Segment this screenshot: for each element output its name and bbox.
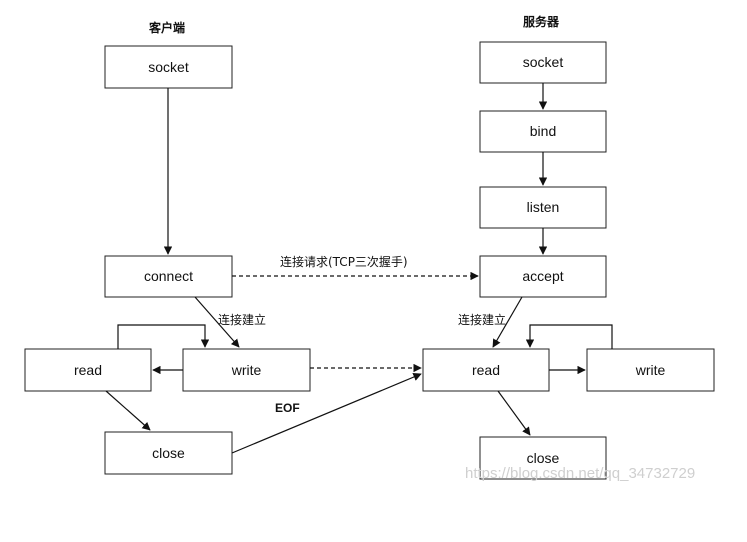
client-connect-box: connect — [104, 255, 233, 298]
arrow-server-read-to-close — [497, 390, 531, 436]
server-accept-box: accept — [479, 255, 607, 298]
server-read-label: read — [472, 362, 500, 378]
client-close-label: close — [152, 445, 185, 461]
arrow-eof-close-to-read — [231, 373, 422, 454]
eof-label: EOF — [275, 401, 300, 415]
arrow-connect-to-write — [194, 296, 240, 348]
client-write-box: write — [182, 348, 311, 392]
watermark: https://blog.csdn.net/qq_34732729 — [465, 465, 695, 482]
arrow-server-write-loop-to-read — [525, 324, 613, 349]
server-listen-box: listen — [479, 186, 607, 229]
arrow-accept-to-read — [492, 296, 523, 348]
client-write-label: write — [231, 362, 262, 378]
server-close-box: close — [479, 436, 607, 480]
client-read-label: read — [74, 362, 102, 378]
connect-request-label: 连接请求(TCP三次握手) — [280, 254, 408, 269]
arrow-read-to-close — [105, 390, 151, 431]
client-established-label: 连接建立 — [218, 312, 266, 327]
server-socket-box: socket — [479, 41, 607, 84]
server-write-box: write — [586, 348, 715, 392]
client-close-box: close — [104, 431, 233, 475]
client-read-box: read — [24, 348, 152, 392]
arrow-read-loop-to-write — [117, 324, 210, 349]
server-close-label: close — [527, 450, 560, 466]
server-write-label: write — [635, 362, 666, 378]
server-established-label: 连接建立 — [458, 312, 506, 327]
server-title: 服务器 — [523, 14, 560, 29]
server-listen-label: listen — [527, 199, 560, 215]
client-socket-box: socket — [104, 45, 233, 89]
server-bind-box: bind — [479, 110, 607, 153]
client-socket-label: socket — [148, 59, 189, 75]
client-connect-label: connect — [144, 268, 193, 284]
server-accept-label: accept — [522, 268, 563, 284]
server-socket-label: socket — [523, 54, 564, 70]
server-read-box: read — [422, 348, 550, 392]
client-title: 客户端 — [148, 20, 185, 35]
server-bind-label: bind — [530, 123, 556, 139]
